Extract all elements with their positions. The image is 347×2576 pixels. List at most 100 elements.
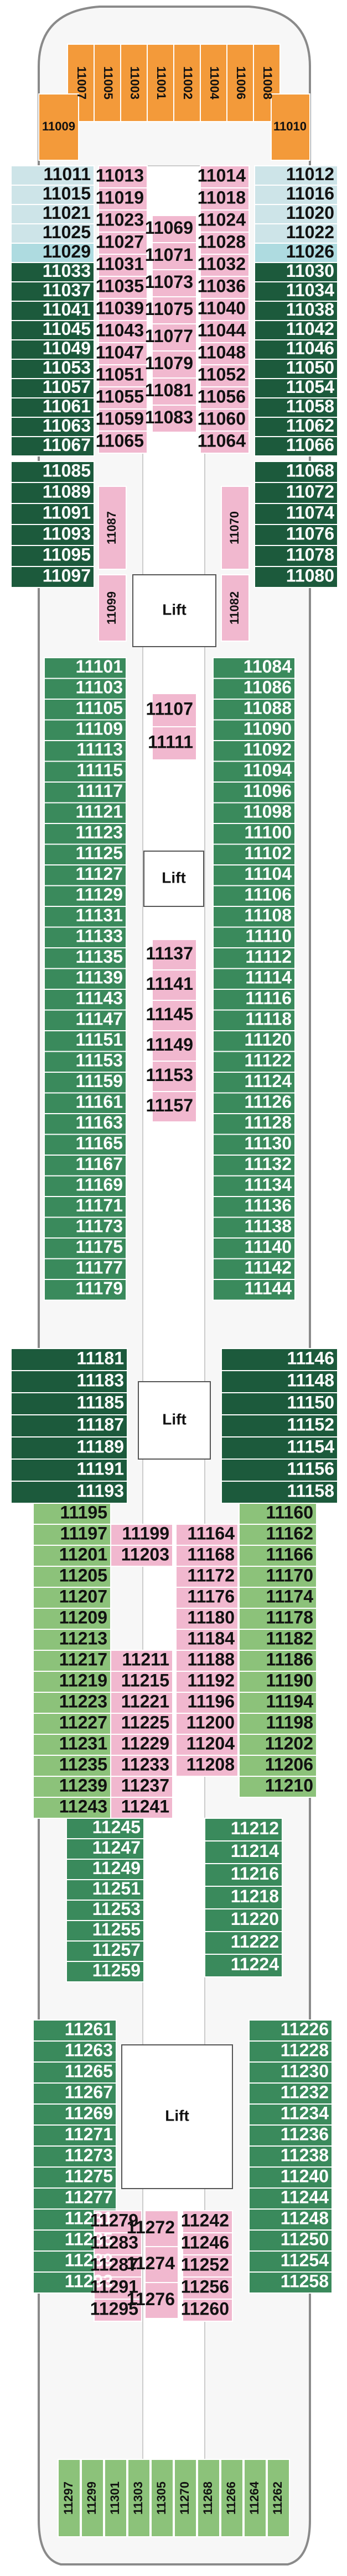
cabin-11262[interactable]: [267, 2459, 290, 2537]
cabin-11153[interactable]: [44, 1051, 127, 1073]
cabin-11087[interactable]: [98, 486, 127, 570]
cabin-11122[interactable]: [213, 1051, 296, 1073]
cabin-11071[interactable]: [152, 242, 197, 270]
cabin-11153[interactable]: [152, 1061, 197, 1092]
cabin-11213[interactable]: [33, 1629, 111, 1651]
cabin-11270[interactable]: [174, 2459, 197, 2537]
cabin-11297[interactable]: [58, 2459, 81, 2537]
cabin-11098[interactable]: [213, 802, 296, 824]
cabin-11048[interactable]: [200, 342, 250, 365]
cabin-11161[interactable]: [44, 1092, 127, 1114]
cabin-11167[interactable]: [44, 1155, 127, 1177]
cabin-11185[interactable]: [11, 1392, 128, 1415]
cabin-11089[interactable]: [11, 482, 95, 504]
cabin-11243[interactable]: [33, 1797, 111, 1819]
cabin-11279[interactable]: [94, 2210, 142, 2233]
cabin-11108[interactable]: [213, 906, 296, 928]
cabin-11055[interactable]: [98, 386, 148, 410]
cabin-11081[interactable]: [152, 377, 197, 406]
cabin-11299[interactable]: [81, 2459, 104, 2537]
cabin-11133[interactable]: [44, 926, 127, 948]
cabin-11097[interactable]: [11, 566, 95, 588]
cabin-11144[interactable]: [213, 1279, 296, 1301]
cabin-11160[interactable]: [239, 1503, 317, 1525]
cabin-11201[interactable]: [33, 1545, 111, 1567]
cabin-11100[interactable]: [213, 823, 296, 845]
cabin-11112[interactable]: [213, 947, 296, 969]
cabin-11166[interactable]: [239, 1545, 317, 1567]
cabin-11064[interactable]: [200, 431, 250, 454]
cabin-11031[interactable]: [98, 254, 148, 277]
cabin-11175[interactable]: [44, 1237, 127, 1260]
cabin-11148[interactable]: [221, 1370, 338, 1393]
cabin-11168[interactable]: [175, 1545, 239, 1567]
cabin-11183[interactable]: [11, 1370, 128, 1393]
cabin-11260[interactable]: [182, 2299, 233, 2322]
cabin-11042[interactable]: [254, 320, 338, 340]
cabin-11283[interactable]: [94, 2232, 142, 2255]
cabin-11099[interactable]: [98, 574, 127, 642]
cabin-11147[interactable]: [44, 1009, 127, 1031]
cabin-11118[interactable]: [213, 1009, 296, 1031]
cabin-11231[interactable]: [33, 1734, 111, 1756]
cabin-11041[interactable]: [11, 301, 95, 321]
cabin-11030[interactable]: [254, 262, 338, 282]
cabin-11028[interactable]: [200, 232, 250, 255]
cabin-11261[interactable]: [33, 2019, 117, 2042]
cabin-11287[interactable]: [94, 2254, 142, 2278]
cabin-11054[interactable]: [254, 378, 338, 398]
cabin-11016[interactable]: [254, 185, 338, 205]
cabin-11163[interactable]: [44, 1113, 127, 1135]
cabin-11263[interactable]: [33, 2040, 117, 2063]
cabin-11072[interactable]: [254, 482, 338, 504]
cabin-11035[interactable]: [98, 276, 148, 299]
cabin-11126[interactable]: [213, 1092, 296, 1114]
cabin-11132[interactable]: [213, 1155, 296, 1177]
cabin-11186[interactable]: [239, 1650, 317, 1672]
cabin-11067[interactable]: [11, 436, 95, 457]
cabin-11154[interactable]: [221, 1436, 338, 1460]
cabin-11128[interactable]: [213, 1113, 296, 1135]
cabin-11247[interactable]: [66, 1838, 144, 1860]
cabin-11179[interactable]: [44, 1279, 127, 1301]
cabin-11162[interactable]: [239, 1524, 317, 1546]
cabin-11268[interactable]: [197, 2459, 220, 2537]
cabin-11077[interactable]: [152, 323, 197, 351]
cabin-11134[interactable]: [213, 1175, 296, 1197]
cabin-11140[interactable]: [213, 1237, 296, 1260]
cabin-11082[interactable]: [221, 574, 250, 642]
cabin-11044[interactable]: [200, 320, 250, 343]
cabin-11238[interactable]: [248, 2145, 333, 2168]
cabin-11020[interactable]: [254, 204, 338, 224]
cabin-11223[interactable]: [33, 1692, 111, 1714]
cabin-11303[interactable]: [127, 2459, 151, 2537]
cabin-11142[interactable]: [213, 1258, 296, 1280]
cabin-11039[interactable]: [98, 298, 148, 321]
cabin-11078[interactable]: [254, 545, 338, 567]
cabin-11207[interactable]: [33, 1587, 111, 1609]
cabin-11050[interactable]: [254, 359, 338, 379]
cabin-11121[interactable]: [44, 802, 127, 824]
cabin-11115[interactable]: [44, 760, 127, 783]
cabin-11062[interactable]: [254, 417, 338, 437]
cabin-11091[interactable]: [11, 503, 95, 525]
cabin-11045[interactable]: [11, 320, 95, 340]
cabin-11083[interactable]: [152, 405, 197, 433]
cabin-11205[interactable]: [33, 1566, 111, 1588]
cabin-11206[interactable]: [239, 1755, 317, 1777]
cabin-11019[interactable]: [98, 187, 148, 211]
cabin-11203[interactable]: [110, 1545, 173, 1567]
cabin-11107[interactable]: [152, 693, 197, 727]
cabin-11084[interactable]: [213, 657, 296, 679]
cabin-11002[interactable]: [173, 44, 201, 122]
cabin-11124[interactable]: [213, 1072, 296, 1094]
cabin-11215[interactable]: [110, 1671, 173, 1693]
cabin-11092[interactable]: [213, 740, 296, 762]
cabin-11038[interactable]: [254, 301, 338, 321]
cabin-11218[interactable]: [204, 1886, 283, 1909]
cabin-11015[interactable]: [11, 185, 95, 205]
cabin-11222[interactable]: [204, 1931, 283, 1955]
cabin-11174[interactable]: [239, 1587, 317, 1609]
cabin-11037[interactable]: [11, 281, 95, 302]
cabin-11195[interactable]: [33, 1503, 111, 1525]
